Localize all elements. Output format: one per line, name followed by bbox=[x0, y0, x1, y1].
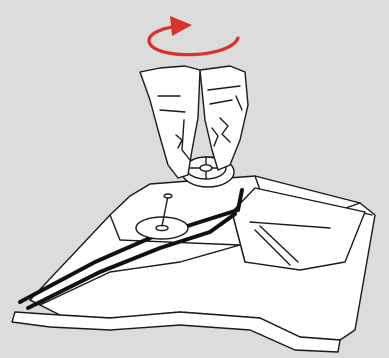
hand-right bbox=[200, 66, 248, 170]
rotation-arrow bbox=[149, 16, 238, 55]
